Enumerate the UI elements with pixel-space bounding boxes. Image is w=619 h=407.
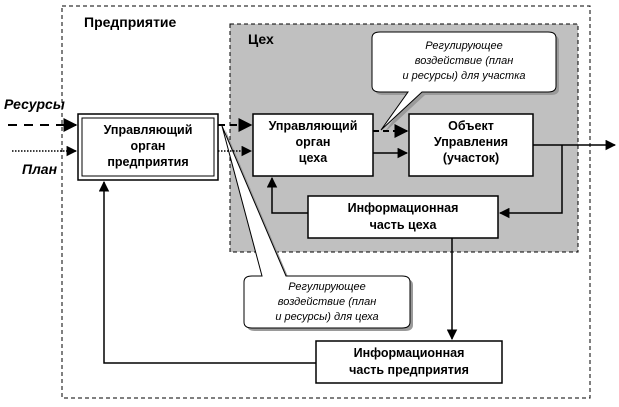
- enterprise-info-line-1: Информационная: [354, 346, 465, 360]
- workshop-title: Цех: [248, 31, 274, 47]
- enterprise-title: Предприятие: [84, 14, 177, 30]
- callout-workshop-line-3: и ресурсы) для цеха: [275, 311, 378, 323]
- enterprise-control-box: Управляющий орган предприятия: [77, 113, 219, 181]
- control-object-line-3: (участок): [443, 151, 499, 165]
- enterprise-info-box: Информационная часть предприятия: [315, 340, 503, 384]
- workshop-info-line-2: часть цеха: [370, 218, 438, 232]
- control-object-line-1: Объект: [448, 119, 494, 133]
- callout-workshop: Регулирующее воздействие (план и ресурсы…: [221, 125, 413, 331]
- workshop-control-line-2: орган: [296, 135, 331, 149]
- input-plan-label: План: [22, 161, 58, 177]
- callout-section-line-3: и ресурсы) для участка: [402, 70, 525, 82]
- control-object-box: Объект Управления (участок): [408, 113, 534, 177]
- callout-section: Регулирующее воздействие (план и ресурсы…: [371, 31, 559, 133]
- callout-section-line-2: воздействие (план: [415, 55, 514, 67]
- enterprise-control-line-1: Управляющий: [104, 123, 193, 137]
- control-object-line-2: Управления: [434, 135, 508, 149]
- callout-workshop-line-2: воздействие (план: [278, 296, 377, 308]
- workshop-control-line-1: Управляющий: [269, 119, 358, 133]
- input-resources-label: Ресурсы: [4, 96, 65, 112]
- workshop-info-box: Информационная часть цеха: [307, 195, 499, 239]
- callout-section-line-1: Регулирующее: [425, 40, 503, 52]
- enterprise-control-line-3: предприятия: [107, 155, 188, 169]
- enterprise-info-to-control-arrow: [98, 180, 316, 364]
- workshop-info-to-control-arrow: [266, 176, 308, 214]
- workshop-control-line-3: цеха: [299, 151, 328, 165]
- output-to-workshop-info-arrow: [498, 145, 563, 219]
- enterprise-control-line-2: орган: [131, 139, 166, 153]
- workshop-info-line-1: Информационная: [348, 201, 459, 215]
- enterprise-info-line-2: часть предприятия: [349, 363, 469, 377]
- callout-workshop-line-1: Регулирующее: [288, 281, 366, 293]
- enterprise-boundary: [61, 5, 591, 399]
- workshop-control-box: Управляющий орган цеха: [252, 113, 374, 177]
